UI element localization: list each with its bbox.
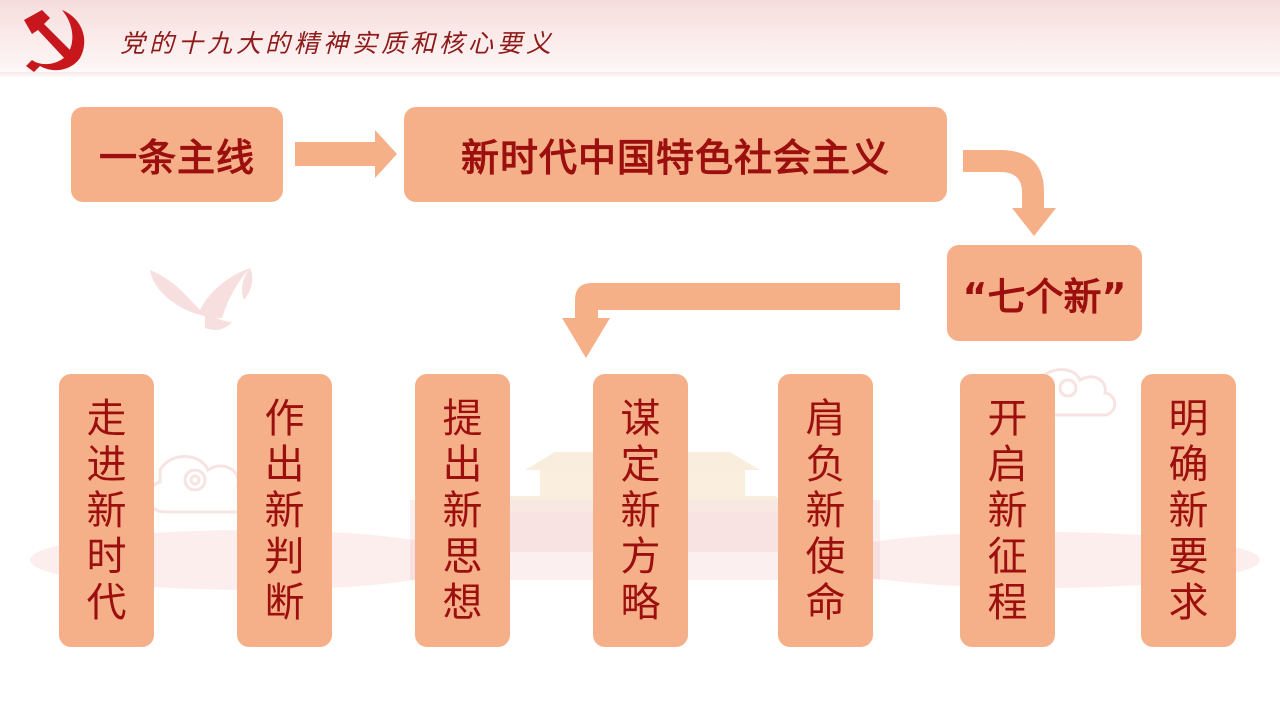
item-box-1: 走进新时代	[59, 374, 154, 647]
item-box-4: 谋定新方略	[593, 374, 688, 647]
item-label: 肩负新使命	[805, 395, 846, 626]
seven-new-box: “七个新”	[947, 245, 1142, 341]
item-label: 作出新判断	[264, 395, 305, 626]
cloud-icon	[147, 455, 252, 514]
item-box-5: 肩负新使命	[778, 374, 873, 647]
item-label: 明确新要求	[1168, 395, 1209, 626]
item-label: 提出新思想	[442, 395, 483, 626]
item-box-6: 开启新征程	[960, 374, 1055, 647]
hammer-sickle-icon	[24, 10, 85, 72]
page-title: 党的十九大的精神实质和核心要义	[120, 29, 556, 58]
item-box-2: 作出新判断	[237, 374, 332, 647]
dove-icon	[150, 268, 253, 330]
main-line-box: 一条主线	[71, 107, 283, 202]
item-label: 开启新征程	[987, 395, 1028, 626]
item-box-3: 提出新思想	[415, 374, 510, 647]
item-label: 谋定新方略	[620, 395, 661, 626]
socialism-box: 新时代中国特色社会主义	[404, 107, 947, 202]
item-box-7: 明确新要求	[1141, 374, 1236, 647]
header-band	[0, 0, 1280, 78]
item-label: 走进新时代	[86, 395, 127, 626]
